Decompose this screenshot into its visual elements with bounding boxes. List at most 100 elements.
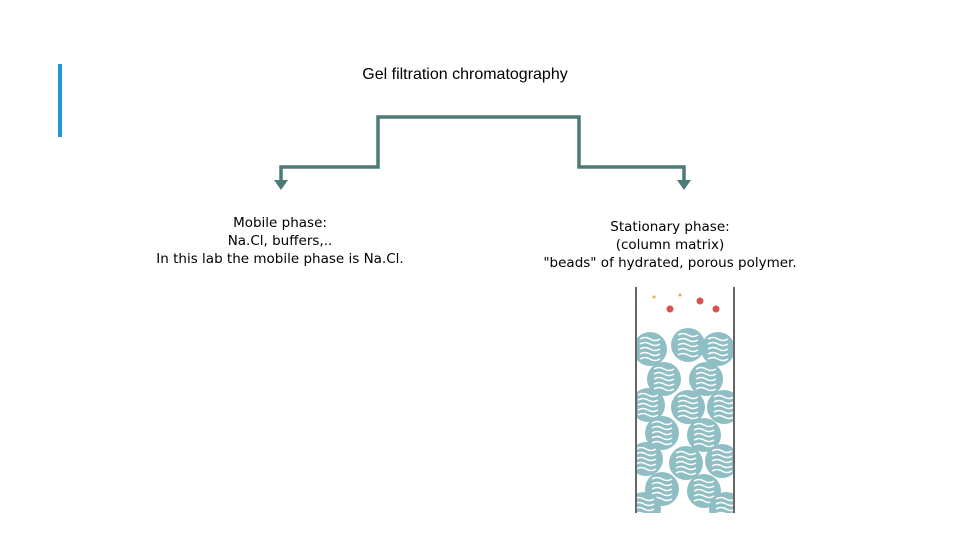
bead-pore [707,346,729,352]
bead-pore [707,356,729,362]
bead-pore [675,470,697,476]
beads-group [637,293,733,513]
bead-pore [711,448,733,454]
bead-pore [715,501,733,507]
bead-pore [693,483,715,489]
bead-pore [653,386,675,392]
bead-pore [653,366,675,372]
bead-pore [677,409,699,415]
bead-pore [651,430,673,436]
bead-pore [637,506,655,512]
bead-pore [639,351,661,357]
bead-pore [693,442,715,448]
bead-pore [677,399,699,405]
arrow-right-icon [677,180,691,190]
bead-pore [695,386,717,392]
bead-pore [637,392,659,398]
bead-pore [693,422,715,428]
sample-particle [696,297,704,305]
bead-pore [713,404,733,410]
arrow-left-icon [274,180,288,190]
bead-pore [695,366,717,372]
bead-pore [637,407,659,413]
bead-pore [637,397,659,403]
bead-pore [675,460,697,466]
bead-pore [677,332,699,338]
bead-pore [637,412,659,418]
bead-pore [651,420,673,426]
bead-pore [637,501,655,507]
bead-pore [677,337,699,343]
sample-particle [678,293,682,297]
bead-pore [715,496,733,502]
bead-pore [677,352,699,358]
bead-pore [637,451,657,457]
bead-pore [653,381,675,387]
bead-pore [677,347,699,353]
bead-pore [693,488,715,494]
mobile-phase-text: Mobile phase: Na.Cl, buffers,.. In this … [140,214,420,268]
bead-pore [637,456,657,462]
bead-pore [651,476,673,482]
sample-particle [712,305,720,313]
sample-particle [652,295,656,299]
stationary-phase-text: Stationary phase: (column matrix) "beads… [520,218,820,272]
gel-column-illustration [635,287,735,513]
bead-pore [651,486,673,492]
bead-pore [711,463,733,469]
mobile-phase-line1: Na.Cl, buffers,.. [227,233,333,249]
bead-pore [713,414,733,420]
bead-pore [693,432,715,438]
stationary-phase-line1: (column matrix) [615,237,725,253]
bead-pore [651,425,673,431]
bead-pore [639,356,661,362]
bead-pore [637,402,659,408]
bead-pore [713,409,733,415]
bead-pore [637,461,657,467]
bead-pore [711,458,733,464]
sample-particle [666,305,674,313]
connector-line [279,115,686,183]
bead-pore [693,427,715,433]
bead-pore [693,493,715,499]
bead-pore [653,376,675,382]
bead-pore [637,466,657,472]
bead-pore [637,446,657,452]
bead-pore [639,346,661,352]
bead-pore [677,404,699,410]
diagram-title: Gel filtration chromatography [362,66,568,83]
bead-pore [675,450,697,456]
bead-pore [677,414,699,420]
bead-pore [693,478,715,484]
bead-pore [639,336,661,342]
bead-pore [653,371,675,377]
bead-pore [715,506,733,512]
bead-pore [713,394,733,400]
bead-pore [677,342,699,348]
bead-pore [707,341,729,347]
bead-pore [677,394,699,400]
mobile-phase-line2: In this lab the mobile phase is Na.Cl. [156,251,404,267]
bead-pore [639,341,661,347]
bead-pore [711,453,733,459]
bead-pore [695,371,717,377]
accent-bar [58,64,62,137]
bead-pore [707,351,729,357]
bead-pore [651,491,673,497]
bead-pore [637,496,655,502]
bead-pore [713,399,733,405]
stationary-phase-line2: "beads" of hydrated, porous polymer. [543,255,797,271]
bead-pore [695,376,717,382]
bead-pore [707,336,729,342]
bead-pore [651,481,673,487]
bead-pore [693,437,715,443]
bead-pore [716,511,726,513]
bead-pore [711,468,733,474]
bead-pore [651,435,673,441]
mobile-phase-heading: Mobile phase: [233,215,327,231]
stationary-phase-heading: Stationary phase: [610,219,730,235]
bead-pore [675,465,697,471]
bead-pore [695,381,717,387]
bead-pore [675,455,697,461]
